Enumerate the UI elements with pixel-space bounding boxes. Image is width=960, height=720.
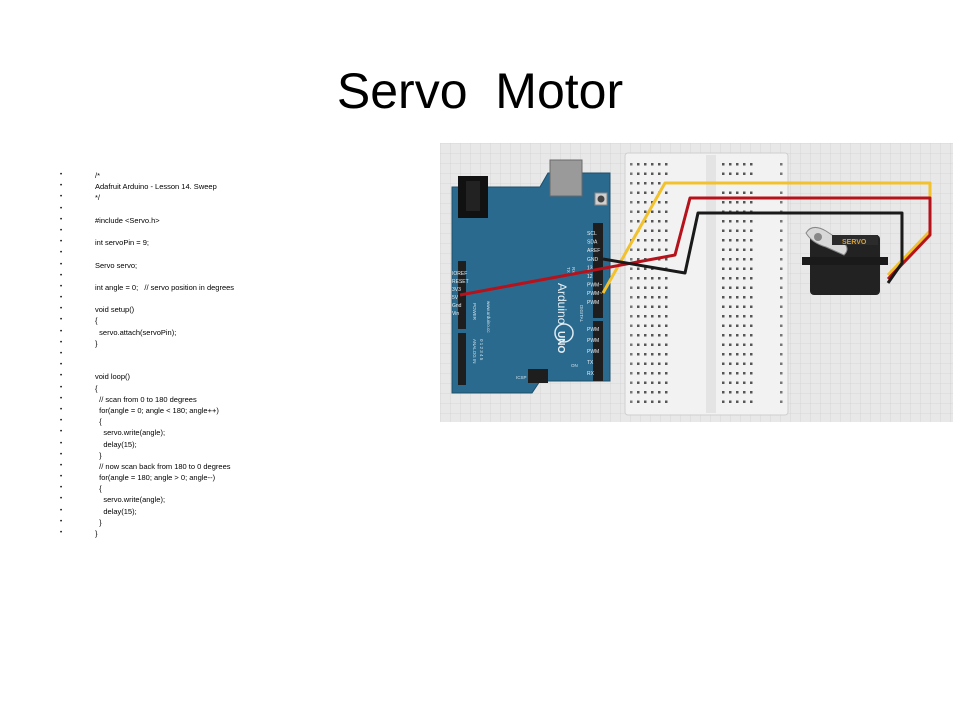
code-line: } [60,517,234,528]
wire-yellow [601,181,932,294]
servo-label: SERVO [842,239,867,246]
on-led-label: ON [571,363,578,368]
pin-label: RESET [452,279,469,285]
wire-red [459,196,932,297]
icsp-header [528,369,548,383]
slide-title: Servo Motor [336,63,624,119]
pin-label: PWM~ [587,283,602,289]
code-line: void loop() [60,371,234,382]
pin-label: SCL [587,231,597,237]
pin-label: Gnd [452,303,462,309]
code-line: Servo servo; [60,260,234,271]
code-line: int angle = 0; // servo position in degr… [60,282,234,293]
code-line: /* [60,170,234,181]
tx-led-label: TX [566,267,571,273]
pin-label: RX [587,371,595,377]
usb-port [549,159,583,197]
pin-label: PWM [587,300,599,306]
header-bottom [593,321,603,381]
code-line [60,226,234,237]
code-line: } [60,338,234,349]
board-site: www.arduino.cc [486,301,491,333]
code-line [60,271,234,282]
wires [459,181,932,297]
board-logo [554,323,574,343]
analog-pins: 0 1 2 3 4 5 [479,339,484,361]
code-line: delay(15); [60,439,234,450]
board-name: Arduino [555,283,569,325]
pin-label: TX [587,360,594,366]
header-left-analog [458,333,466,385]
code-line: servo.write(angle); [60,427,234,438]
pin-label: 5V [452,295,459,301]
code-line: delay(15); [60,506,234,517]
arduino-board: Arduino UNO www.arduino.cc POWER ANALOG … [451,159,611,394]
pin-label: PWM [587,349,599,355]
wire-black [602,211,904,284]
servo-motor: SERVO [802,227,888,295]
code-line: servo.write(angle); [60,494,234,505]
pin-label: PWM [587,327,599,333]
code-listing: /*Adafruit Arduino - Lesson 14. Sweep*/ #… [60,170,234,539]
code-line [60,248,234,259]
code-line: void setup() [60,304,234,315]
code-line: Adafruit Arduino - Lesson 14. Sweep [60,181,234,192]
code-line [60,349,234,360]
code-line: { [60,383,234,394]
code-line: { [60,483,234,494]
pin-label: AREF [587,248,600,254]
code-line: #include <Servo.h> [60,215,234,226]
code-line: // scan from 0 to 180 degrees [60,394,234,405]
analog-label: ANALOG IN [472,339,477,364]
pin-label: GND [587,257,599,263]
code-line [60,360,234,371]
code-line: int servoPin = 9; [60,237,234,248]
pin-label: 3V3 [452,287,461,293]
power-label: POWER [472,303,477,321]
code-line: // now scan back from 180 to 0 degrees [60,461,234,472]
pin-label: Vin [452,311,459,317]
code-line [60,204,234,215]
code-line: { [60,315,234,326]
digital-label: DIGITAL [579,305,584,323]
code-line: for(angle = 180; angle > 0; angle--) [60,472,234,483]
board-model: UNO [555,331,566,353]
pin-label: PWM [587,338,599,344]
code-line: */ [60,192,234,203]
code-line: } [60,450,234,461]
rx-led-label: RX [571,267,576,273]
icsp-label: ICSP [516,375,527,380]
circuit-diagram: Arduino UNO www.arduino.cc POWER ANALOG … [440,143,953,422]
code-line [60,293,234,304]
code-line: servo.attach(servoPin); [60,327,234,338]
pin-label: PWM~ [587,291,602,297]
code-line: for(angle = 0; angle < 180; angle++) [60,405,234,416]
code-line: { [60,416,234,427]
pin-label: 13 [587,265,593,271]
pin-label: 12 [587,274,593,280]
pin-label: SDA [587,240,598,246]
code-line: } [60,528,234,539]
pin-label: IOREF [452,271,467,277]
breadboard [624,152,789,416]
